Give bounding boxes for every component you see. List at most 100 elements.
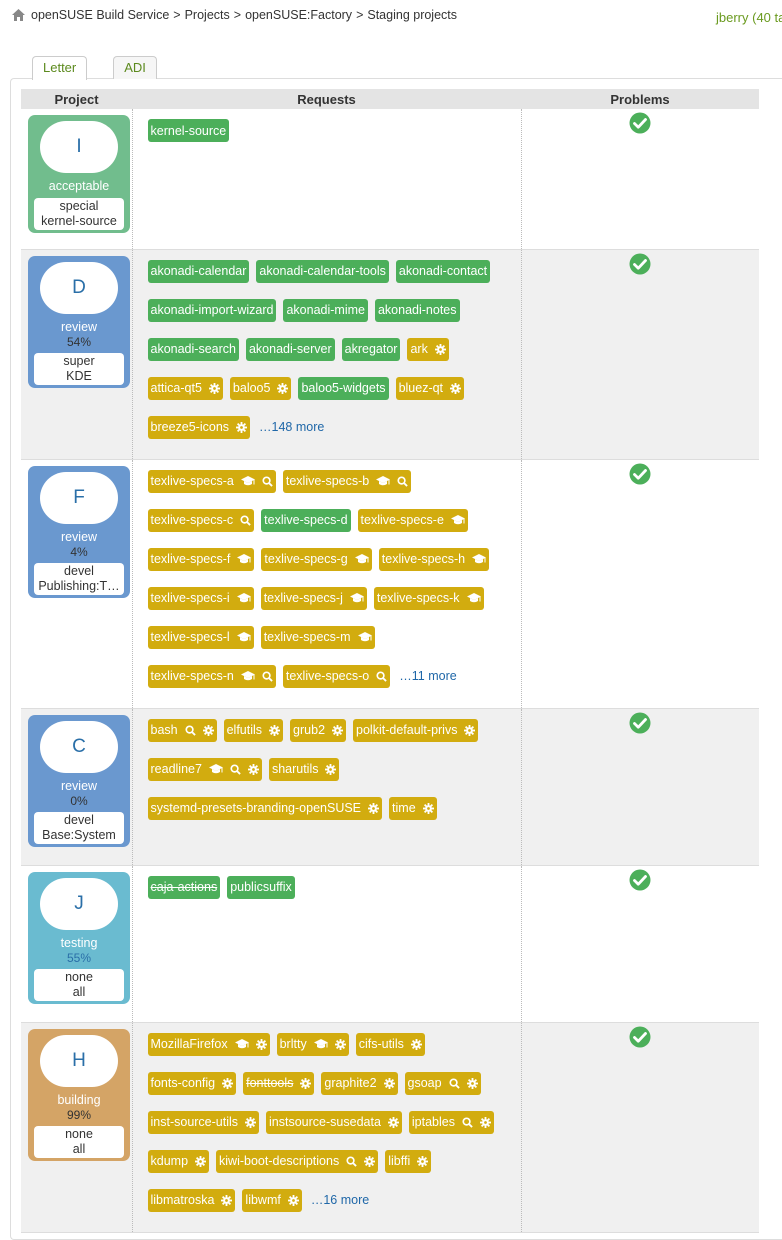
breadcrumb-projects[interactable]: Projects <box>184 8 230 22</box>
graduation-cap-icon <box>234 592 251 604</box>
request-tag[interactable]: texlive-specs-d <box>261 508 351 532</box>
request-tag[interactable]: akonadi-calendar-tools <box>256 259 389 283</box>
request-tag[interactable]: fonts-config <box>147 1071 237 1095</box>
request-tag[interactable]: texlive-specs-f <box>147 547 255 571</box>
more-requests-link[interactable]: …16 more <box>310 1192 370 1207</box>
more-requests-link[interactable]: …11 more <box>399 668 457 683</box>
request-tag[interactable]: inst-source-utils <box>147 1110 260 1134</box>
request-tag[interactable]: polkit-default-privs <box>353 718 479 742</box>
graduation-cap-icon <box>448 514 465 526</box>
request-tag[interactable]: akonadi-calendar <box>147 259 250 283</box>
request-name: akonadi-mime <box>286 303 365 317</box>
request-tag[interactable]: caja-actions <box>147 875 221 899</box>
tab-letter[interactable]: Letter <box>32 56 88 80</box>
graduation-cap-icon <box>469 553 487 565</box>
project-letter[interactable]: F <box>40 471 118 524</box>
request-tag[interactable]: publicsuffix <box>227 875 295 899</box>
request-tag[interactable]: akonadi-mime <box>283 298 368 322</box>
request-tag[interactable]: akregator <box>341 337 401 361</box>
request-tag[interactable]: instsource-susedata <box>266 1110 402 1134</box>
request-tag[interactable]: akonadi-import-wizard <box>147 298 277 322</box>
gear-icon <box>285 1194 299 1206</box>
request-name: fonttools <box>246 1076 294 1090</box>
request-tag[interactable]: bash <box>147 718 217 742</box>
request-name: readline7 <box>150 762 202 776</box>
graduation-cap-icon <box>234 553 252 565</box>
project-status: acceptable <box>48 179 110 193</box>
request-tag[interactable]: texlive-specs-o <box>282 664 391 688</box>
graduation-cap-icon <box>238 670 255 682</box>
request-tag[interactable]: baloo5-widgets <box>298 376 389 400</box>
graduation-cap-icon <box>311 1038 328 1050</box>
request-tag[interactable]: texlive-specs-h <box>378 547 490 571</box>
breadcrumb-obs[interactable]: openSUSE Build Service <box>31 8 170 22</box>
breadcrumb-factory[interactable]: openSUSE:Factory <box>245 8 353 22</box>
project-letter[interactable]: I <box>40 121 118 173</box>
gear-icon <box>245 763 259 775</box>
request-tag[interactable]: texlive-specs-l <box>147 625 254 649</box>
request-tag[interactable]: texlive-specs-n <box>147 664 276 688</box>
request-tag[interactable]: texlive-specs-i <box>147 586 254 610</box>
gear-icon <box>192 1155 207 1167</box>
request-tag[interactable]: MozillaFirefox <box>147 1032 270 1056</box>
request-tag[interactable]: sharutils <box>268 757 340 781</box>
request-tag[interactable]: time <box>389 796 437 820</box>
request-tag[interactable]: libmatroska <box>147 1188 236 1212</box>
request-tag[interactable]: kernel-source <box>147 119 230 142</box>
project-letter[interactable]: C <box>40 720 118 773</box>
request-tag[interactable]: grub2 <box>290 718 347 742</box>
home-icon[interactable] <box>12 9 25 21</box>
request-tag[interactable]: attica-qt5 <box>147 376 223 400</box>
more-requests-link[interactable]: …148 more <box>259 419 325 434</box>
request-tag[interactable]: systemd-presets-branding-openSUSE <box>147 796 383 820</box>
request-tag[interactable]: akonadi-search <box>147 337 239 361</box>
request-tag[interactable]: elfutils <box>223 718 284 742</box>
request-tag[interactable]: texlive-specs-j <box>260 586 367 610</box>
request-tag[interactable]: gsoap <box>404 1071 481 1095</box>
request-tag[interactable]: libwmf <box>242 1188 302 1212</box>
request-tag[interactable]: texlive-specs-b <box>282 469 412 493</box>
tab-adi[interactable]: ADI <box>113 56 157 79</box>
request-tag[interactable]: baloo5 <box>229 376 292 400</box>
request-tag[interactable]: texlive-specs-c <box>147 508 255 532</box>
request-tag[interactable]: breeze5-icons <box>147 415 251 439</box>
gear-icon <box>206 382 220 394</box>
request-tag[interactable]: texlive-specs-g <box>261 547 372 571</box>
request-tag[interactable]: kiwi-boot-descriptions <box>216 1149 379 1173</box>
request-tag[interactable]: ark <box>407 337 449 361</box>
request-tag[interactable]: cifs-utils <box>355 1032 425 1056</box>
request-tag[interactable]: akonadi-notes <box>374 298 460 322</box>
project-letter[interactable]: D <box>40 261 118 314</box>
project-progress: 0% <box>70 793 88 808</box>
request-tag[interactable]: graphite2 <box>321 1071 398 1095</box>
project-letter[interactable]: J <box>40 877 118 930</box>
request-tag[interactable]: texlive-specs-m <box>260 625 375 649</box>
search-icon <box>446 1077 460 1089</box>
request-tag[interactable]: bluez-qt <box>395 376 465 400</box>
project-letter[interactable]: H <box>40 1034 118 1087</box>
request-tag[interactable]: texlive-specs-a <box>147 469 276 493</box>
check-circle-icon <box>629 253 651 274</box>
request-name: graphite2 <box>324 1076 377 1090</box>
request-tag[interactable]: brltty <box>276 1032 349 1056</box>
request-tag[interactable]: texlive-specs-k <box>373 586 484 610</box>
request-tag[interactable]: akonadi-server <box>245 337 335 361</box>
request-tag[interactable]: kdump <box>147 1149 210 1173</box>
request-tag[interactable]: akonadi-contact <box>395 259 491 283</box>
request-tag[interactable]: iptables <box>408 1110 494 1134</box>
project-progress: 4% <box>70 544 88 559</box>
request-tag[interactable]: fonttools <box>243 1071 315 1095</box>
request-tag[interactable]: readline7 <box>147 757 262 781</box>
request-tag[interactable]: texlive-specs-e <box>357 508 468 532</box>
request-tag[interactable]: libffi <box>385 1149 432 1173</box>
user-link[interactable]: jberry (40 ta <box>716 10 782 25</box>
tab-bar: Letter ADI <box>32 56 157 80</box>
